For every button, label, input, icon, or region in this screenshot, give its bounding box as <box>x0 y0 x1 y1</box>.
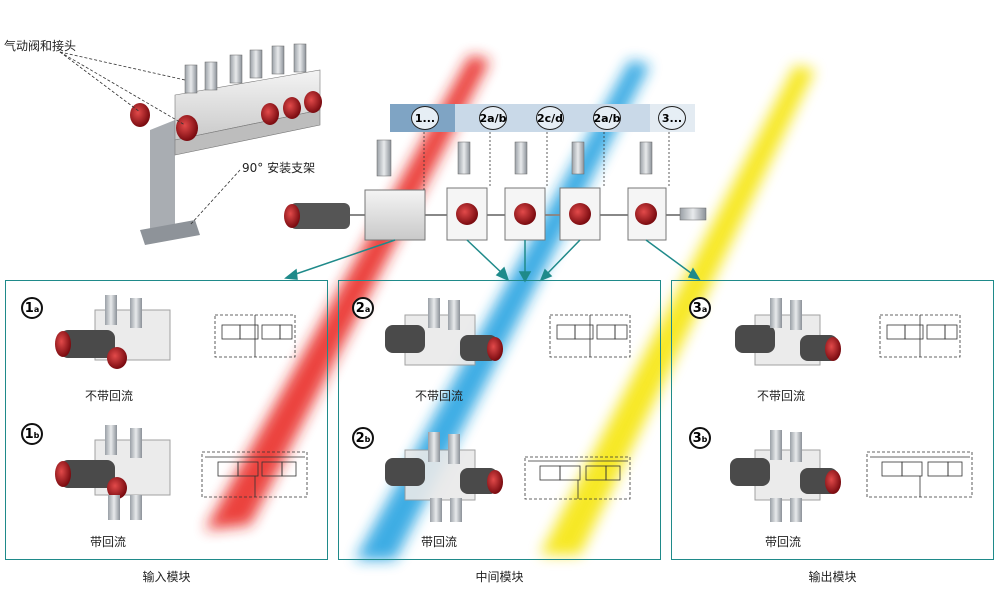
bar-segment-label: 2a/b <box>593 106 621 130</box>
bar-segment-label: 1... <box>411 106 439 130</box>
variant-caption-2a: 不带回流 <box>415 389 464 403</box>
valve-illus-3b <box>730 430 841 522</box>
variant-caption-1a: 不带回流 <box>85 389 134 403</box>
schematic-1a <box>214 314 296 358</box>
bracket-label: 90° 安装支架 <box>242 161 316 175</box>
bar-segment: 2a/b <box>476 104 510 132</box>
schematic-3a <box>879 314 961 358</box>
module-illustrations <box>55 295 841 522</box>
valve-illus-1b <box>55 425 171 520</box>
pneumatic-valve-label: 气动阀和接头 <box>4 39 77 53</box>
input-module-frame <box>5 280 328 560</box>
bar-segment-label: 3... <box>658 106 686 130</box>
schematics <box>201 314 973 500</box>
output-module-title: 输出模块 <box>808 570 857 584</box>
schematic-1b <box>201 451 308 498</box>
middle-module-frame <box>338 280 661 560</box>
bar-segment: 2c/d <box>533 104 567 132</box>
valve-illus-1a <box>55 295 171 369</box>
red-flow-stream <box>205 55 490 530</box>
label-leaders <box>59 51 241 226</box>
variant-caption-3a: 不带回流 <box>757 389 806 403</box>
valve-illus-2a <box>385 298 503 366</box>
bar-segment-label: 2c/d <box>536 106 564 130</box>
schematic-3b <box>866 451 973 498</box>
bar-segment: 1... <box>408 104 442 132</box>
variant-caption-3b: 带回流 <box>765 535 802 549</box>
variant-caption-2b: 带回流 <box>421 535 458 549</box>
schematic-2a <box>549 314 631 358</box>
bar-segment-label: 2a/b <box>479 106 507 130</box>
yellow-flow-stream <box>540 65 815 555</box>
manifold-assembly <box>130 43 322 245</box>
bar-segment: 2a/b <box>590 104 624 132</box>
schematic-2b <box>524 456 631 500</box>
variant-caption-1b: 带回流 <box>90 535 127 549</box>
exploded-valve-row <box>284 132 707 241</box>
middle-module-title: 中间模块 <box>475 570 524 584</box>
valve-illus-3a <box>735 298 841 366</box>
module-arrows <box>284 239 701 283</box>
output-module-frame <box>671 280 994 560</box>
input-module-title: 输入模块 <box>142 570 191 584</box>
valve-illus-2b <box>385 432 503 522</box>
bar-segment: 3... <box>655 104 689 132</box>
